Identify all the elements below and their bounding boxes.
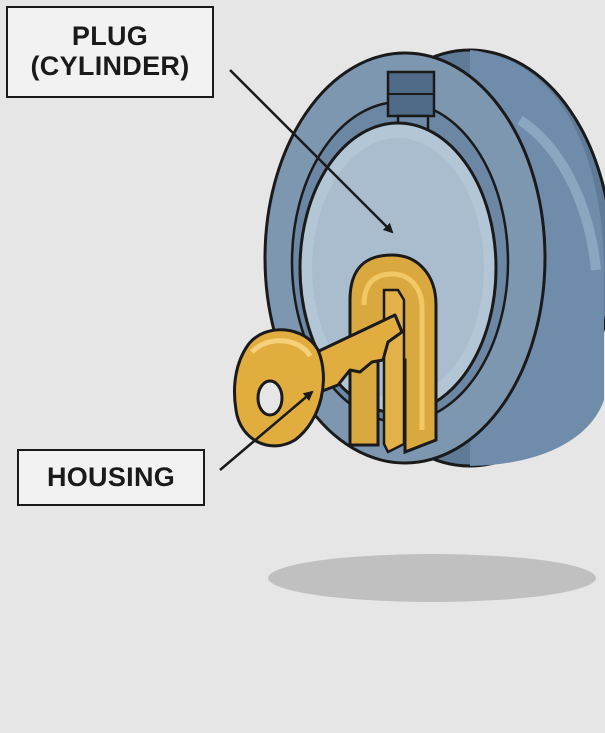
housing-label-text: HOUSING xyxy=(47,463,175,493)
plug-label-line1: PLUG xyxy=(72,22,148,52)
plug-label: PLUG (CYLINDER) xyxy=(6,6,214,98)
housing-label: HOUSING xyxy=(17,449,205,506)
floor-shadow xyxy=(268,554,596,602)
plug-label-line2: (CYLINDER) xyxy=(31,52,190,82)
